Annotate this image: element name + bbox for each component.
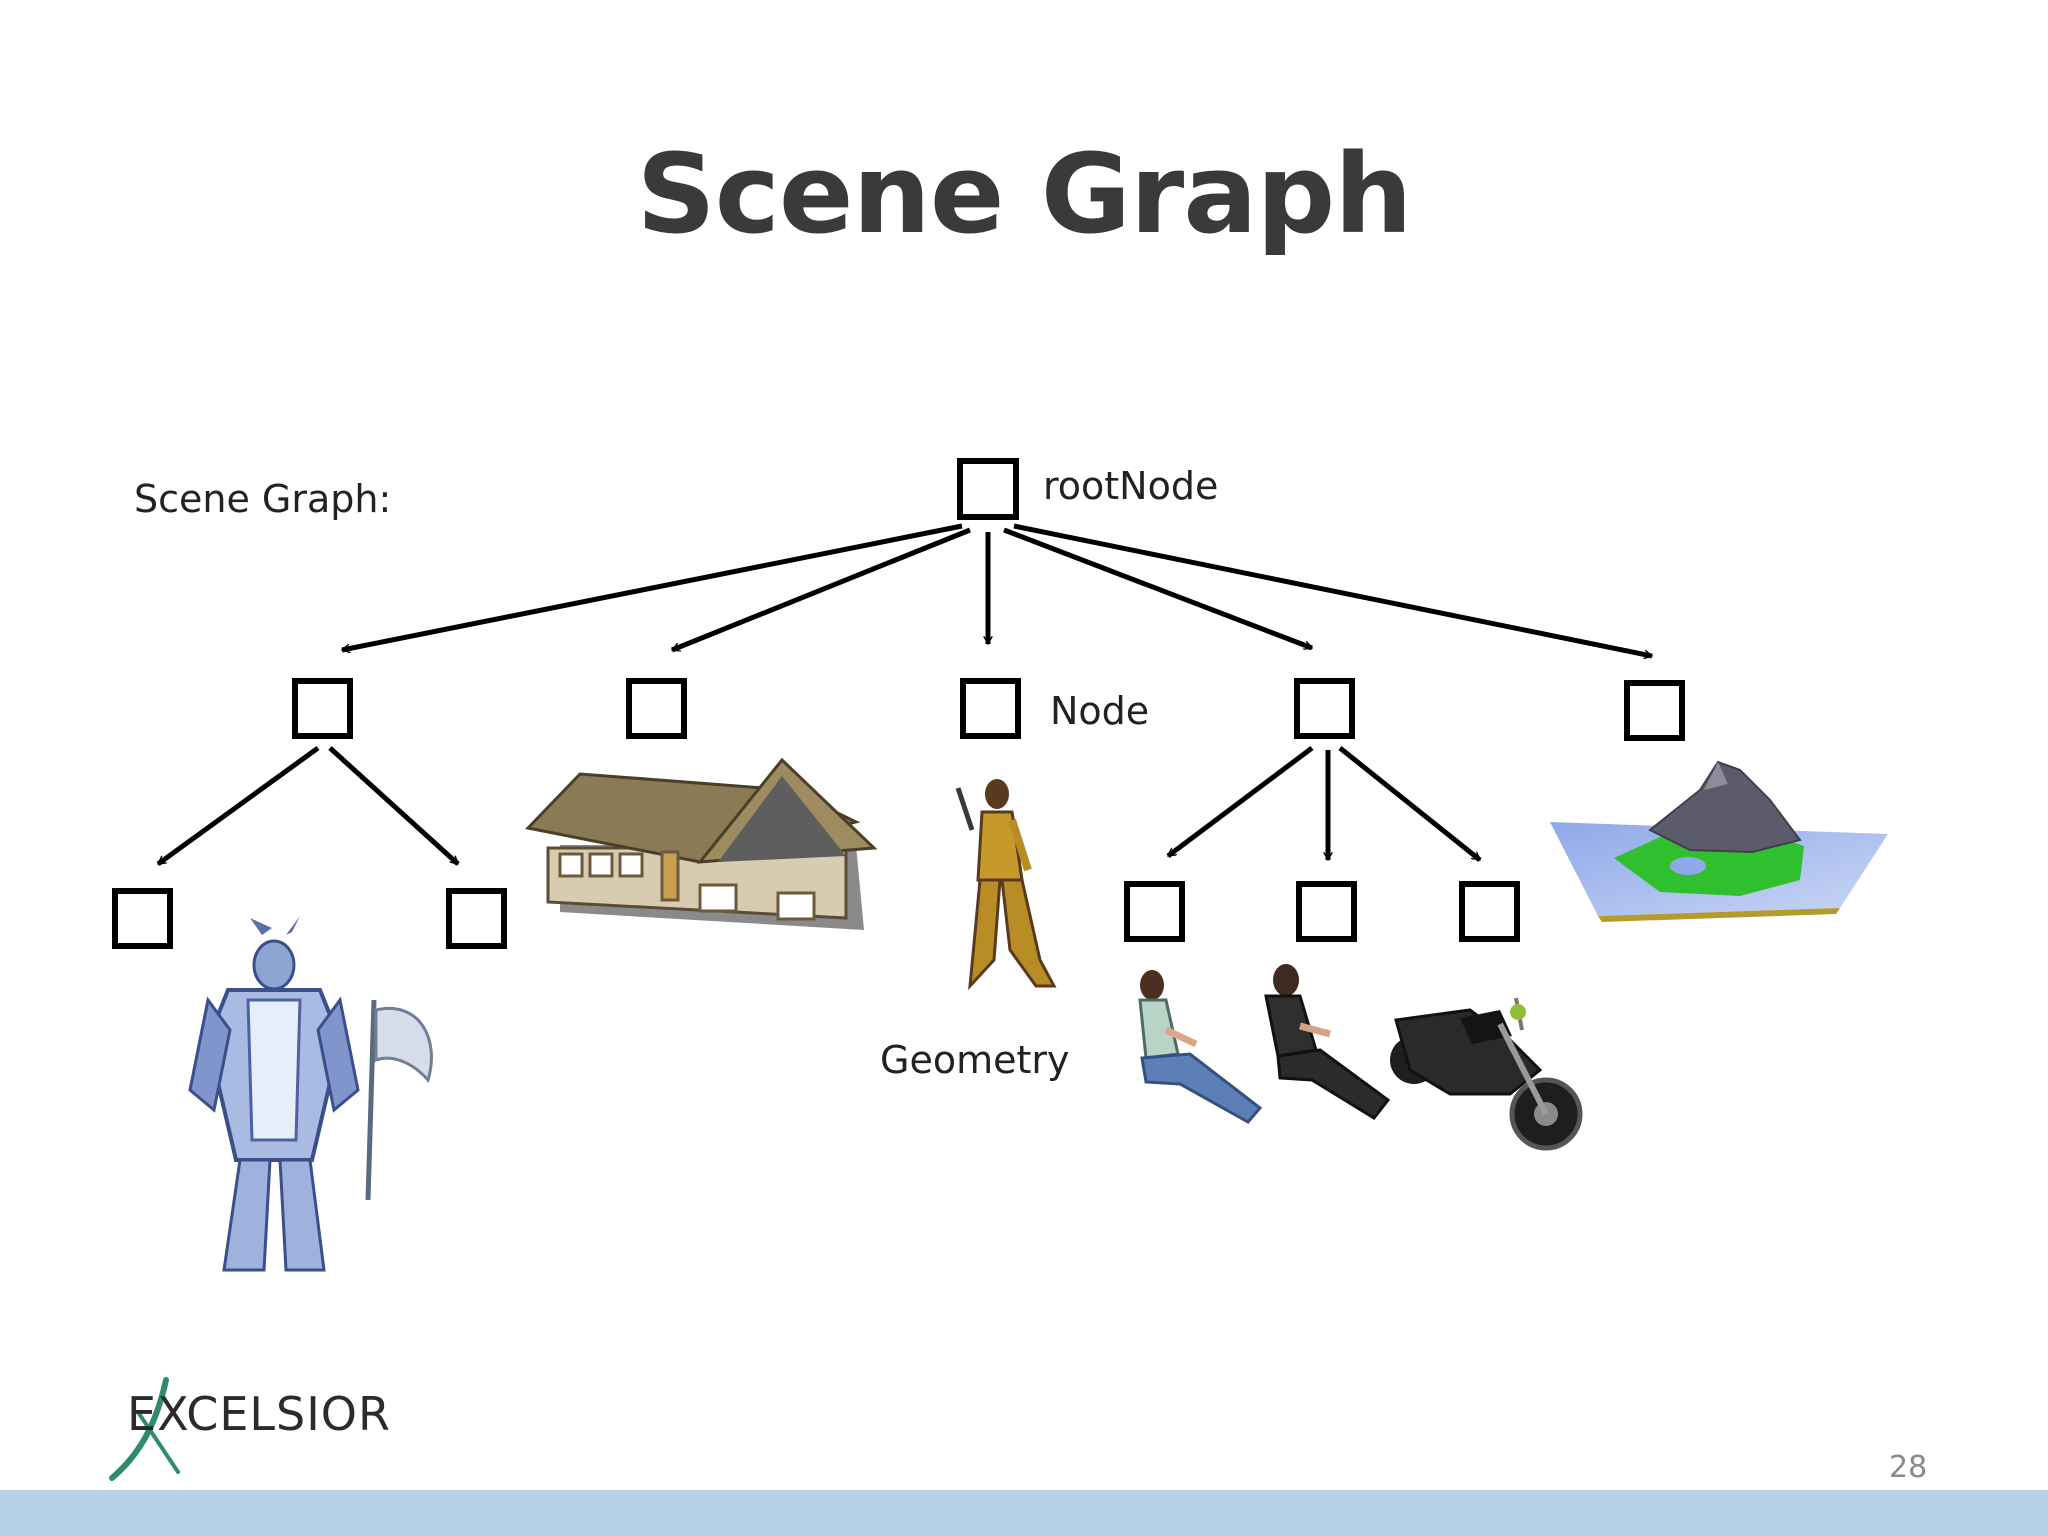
- scene-graph-caption: Scene Graph:: [134, 477, 391, 521]
- edge-node-4-to-leaf-3: [1166, 746, 1314, 858]
- leaf-node-1: [112, 888, 173, 949]
- edge-root-to-node-5: [1013, 523, 1652, 656]
- scene-graph-diagram: Scene Graph: rootNode Node Geometry: [112, 458, 1888, 1272]
- node-4: [1294, 678, 1355, 739]
- leaf-node-5: [1459, 881, 1520, 942]
- leaf-node-4: [1296, 881, 1357, 942]
- slide-title: Scene Graph: [636, 130, 1412, 258]
- edge-node-1-to-leaf-2: [328, 746, 460, 866]
- seated-man-figure: [1264, 964, 1391, 1120]
- excelsior-logo-text: EXCELSIOR: [127, 1387, 391, 1441]
- root-node: [957, 458, 1019, 520]
- leaf-node-2: [446, 888, 507, 949]
- terrain-model: [1550, 760, 1888, 922]
- leaf-node-3: [1124, 881, 1185, 942]
- root-node-label: rootNode: [1043, 464, 1218, 508]
- node-5: [1624, 680, 1685, 741]
- edge-root-to-node-2: [672, 527, 971, 653]
- node-3: [960, 678, 1021, 739]
- motorcycle-model: [1390, 997, 1583, 1151]
- seated-woman-figure: [1138, 970, 1263, 1124]
- edge-root-to-node-4: [1003, 527, 1312, 651]
- excelsior-logo-mark: [109, 1377, 180, 1481]
- house-model: [525, 757, 878, 930]
- warrior-figure: [188, 916, 433, 1272]
- node-label: Node: [1050, 689, 1149, 733]
- heroine-figure: [955, 779, 1057, 991]
- node-1: [292, 678, 353, 739]
- geometry-label: Geometry: [880, 1038, 1069, 1082]
- edge-node-4-to-leaf-5: [1338, 746, 1482, 862]
- footer-bar: [0, 1490, 2048, 1536]
- edge-root-to-node-1: [342, 523, 963, 650]
- node-2: [626, 678, 687, 739]
- edge-node-1-to-leaf-1: [156, 745, 320, 867]
- page-number: 28: [1889, 1450, 1928, 1485]
